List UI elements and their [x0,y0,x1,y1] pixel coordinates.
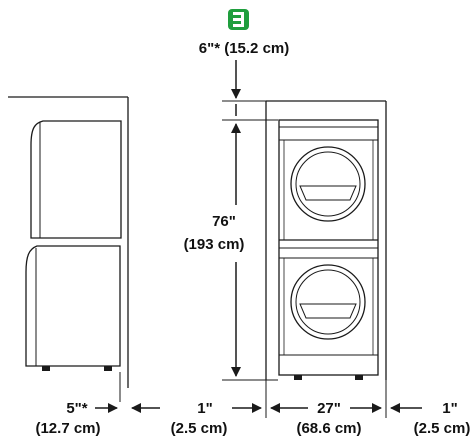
width-cm-label: (68.6 cm) [296,420,361,437]
left-gap-inches-label: 1" [197,400,212,417]
stacked-washer-dryer-icon [228,9,249,30]
right-gap-inches-label: 1" [442,400,457,417]
height-dimension [222,119,278,381]
height-inches-label: 76" [212,213,236,230]
side-clearance-cm-label: (12.7 cm) [35,420,100,437]
top-clearance-label: 6"* (15.2 cm) [199,40,290,57]
height-cm-label: (193 cm) [184,236,245,253]
side-view-alcove [8,96,129,402]
right-gap-cm-label: (2.5 cm) [414,420,471,437]
front-view-alcove [265,100,387,418]
front-view-stacked-unit [278,119,379,380]
side-view-stacked-unit [25,120,122,371]
left-gap-cm-label: (2.5 cm) [171,420,228,437]
width-inches-label: 27" [317,400,341,417]
side-clearance-inches-label: 5"* [66,400,87,417]
